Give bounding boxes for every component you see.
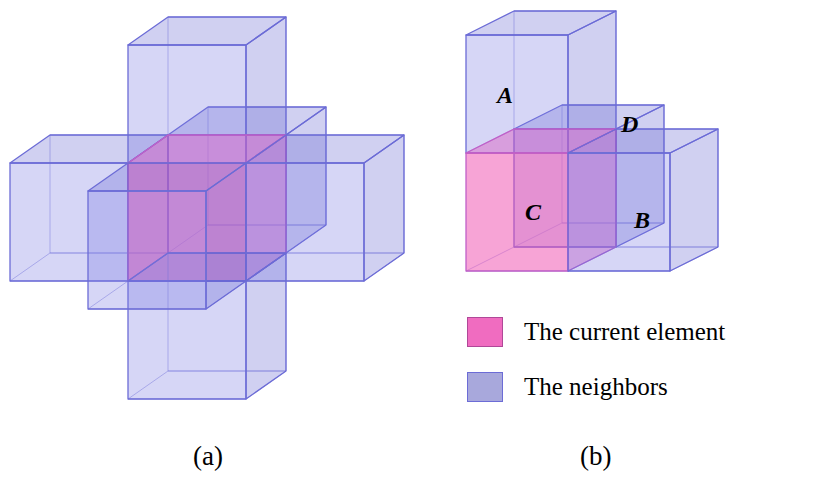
cube-face xyxy=(88,191,206,309)
cube-face xyxy=(246,253,286,399)
legend-swatch xyxy=(467,317,503,347)
legend-text: The current element xyxy=(524,318,725,346)
part-letter: C xyxy=(525,199,541,226)
subfigure-label: (a) xyxy=(193,441,223,472)
legend-swatch xyxy=(467,372,503,402)
part-letter: A xyxy=(497,82,513,109)
legend-text: The neighbors xyxy=(524,373,668,401)
part-letter: B xyxy=(634,207,650,234)
subfigure-label: (b) xyxy=(580,441,611,472)
cube-face xyxy=(364,135,404,281)
cube-face xyxy=(206,163,246,309)
cube-face xyxy=(466,153,568,271)
cube-face xyxy=(568,153,670,271)
cube-face xyxy=(670,129,718,271)
part-letter: D xyxy=(621,111,638,138)
